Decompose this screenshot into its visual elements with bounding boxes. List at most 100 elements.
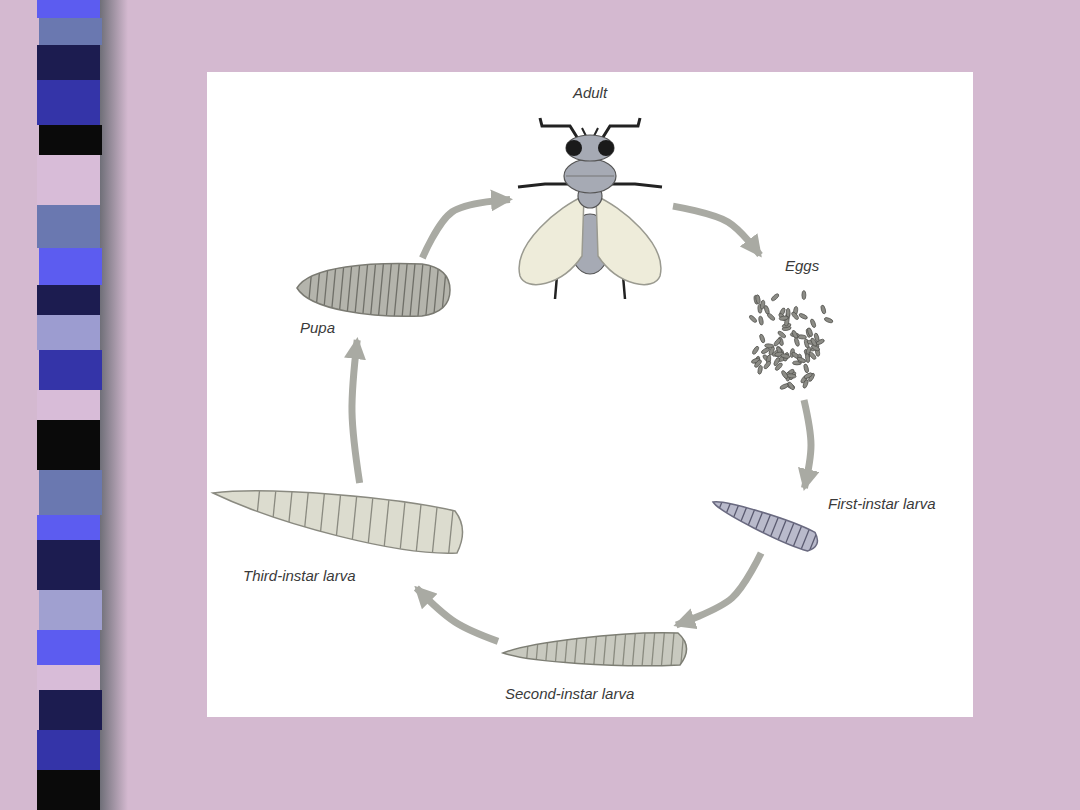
illustration-part	[768, 346, 775, 356]
illustration-part	[748, 314, 757, 323]
illustration-part	[632, 625, 636, 671]
stripe	[39, 125, 102, 155]
stripe	[39, 470, 102, 515]
stripe	[39, 18, 102, 45]
illustration-part	[730, 496, 742, 526]
stripe	[37, 285, 100, 315]
illustration-part	[252, 483, 260, 563]
cycle-arrow	[804, 400, 811, 488]
illustration-part	[807, 327, 814, 337]
illustration-part	[777, 330, 787, 339]
illustration-part	[722, 493, 734, 523]
illustration-part	[545, 625, 549, 671]
illustration-part	[350, 483, 358, 563]
illustration-part	[425, 258, 431, 322]
illustration-part	[787, 373, 796, 378]
illustration-part	[752, 345, 760, 355]
illustration-part	[791, 311, 800, 320]
illustration-part	[213, 483, 463, 563]
illustration-part	[755, 295, 760, 305]
illustration-part	[252, 483, 455, 563]
life-stage: Adult	[510, 84, 673, 306]
stripe	[37, 80, 100, 125]
stripe	[37, 315, 100, 350]
illustration-part	[402, 258, 408, 322]
illustration-part	[503, 625, 687, 671]
illustration-part	[535, 625, 539, 671]
stripe	[37, 155, 100, 205]
illustration-part	[642, 625, 646, 671]
illustration-part	[566, 135, 614, 161]
stage-illustration	[738, 255, 848, 400]
stripe	[37, 540, 100, 590]
illustration-part	[810, 318, 817, 328]
stripe-bar	[37, 0, 102, 810]
illustration-part	[613, 625, 617, 671]
illustration-part	[399, 483, 407, 563]
illustration-part	[661, 625, 665, 671]
illustration-part	[802, 291, 806, 300]
illustration-part	[526, 625, 685, 671]
illustration-part	[315, 258, 321, 322]
cycle-arrow	[352, 340, 360, 483]
illustration-part	[417, 258, 423, 322]
stripe	[37, 0, 100, 18]
illustration-part	[709, 492, 821, 554]
illustration-part	[378, 258, 384, 322]
illustration-part	[770, 293, 779, 302]
illustration-part	[803, 372, 813, 380]
cycle-arrow	[416, 588, 498, 641]
life-stage: Pupa	[292, 258, 455, 340]
cycle-arrow	[673, 206, 760, 255]
illustration-part	[386, 258, 392, 322]
stage-label: Second-instar larva	[505, 685, 634, 703]
illustration-part	[566, 140, 582, 156]
illustration-part	[370, 258, 376, 322]
illustration-part	[297, 264, 450, 317]
illustration-part	[715, 490, 819, 557]
illustration-part	[709, 492, 821, 554]
illustration-part	[394, 258, 400, 322]
illustration-part	[757, 365, 763, 375]
stage-label: Adult	[510, 84, 670, 102]
illustration-part	[820, 305, 826, 315]
stripe	[37, 730, 100, 770]
stage-illustration	[510, 84, 670, 306]
stripe	[37, 630, 100, 665]
illustration-part	[301, 483, 309, 563]
illustration-part	[410, 258, 416, 322]
illustration-part	[564, 625, 568, 671]
life-stage: Eggs	[738, 255, 848, 400]
illustration-part	[759, 334, 766, 344]
illustration-part	[758, 316, 764, 326]
life-stage: Third-instar larva	[210, 483, 468, 588]
illustration-part	[526, 625, 530, 671]
illustration-part	[431, 483, 439, 563]
illustration-part	[269, 483, 277, 563]
illustration-part	[555, 625, 559, 671]
stage-label: Pupa	[300, 319, 335, 337]
life-stage: First-instar larva	[705, 488, 960, 553]
stripe-shadow	[100, 0, 128, 810]
illustration-part	[808, 351, 817, 360]
illustration-part	[798, 313, 808, 321]
stripe	[37, 390, 100, 420]
illustration-part	[810, 337, 818, 347]
illustration-part	[787, 381, 795, 391]
illustration-part	[362, 258, 368, 322]
illustration-part	[519, 196, 584, 285]
illustration-part	[317, 483, 325, 563]
illustration-part	[566, 176, 614, 177]
stripe	[39, 248, 102, 285]
illustration-part	[794, 337, 800, 347]
cycle-arrow	[422, 199, 510, 258]
illustration-part	[766, 312, 775, 321]
illustration-part	[824, 317, 834, 324]
illustration-part	[564, 159, 616, 193]
stripe	[37, 205, 100, 248]
illustration-part	[608, 184, 662, 187]
stripe	[37, 515, 100, 540]
illustration-part	[622, 625, 626, 671]
illustration-part	[297, 258, 450, 322]
illustration-part	[781, 370, 789, 380]
